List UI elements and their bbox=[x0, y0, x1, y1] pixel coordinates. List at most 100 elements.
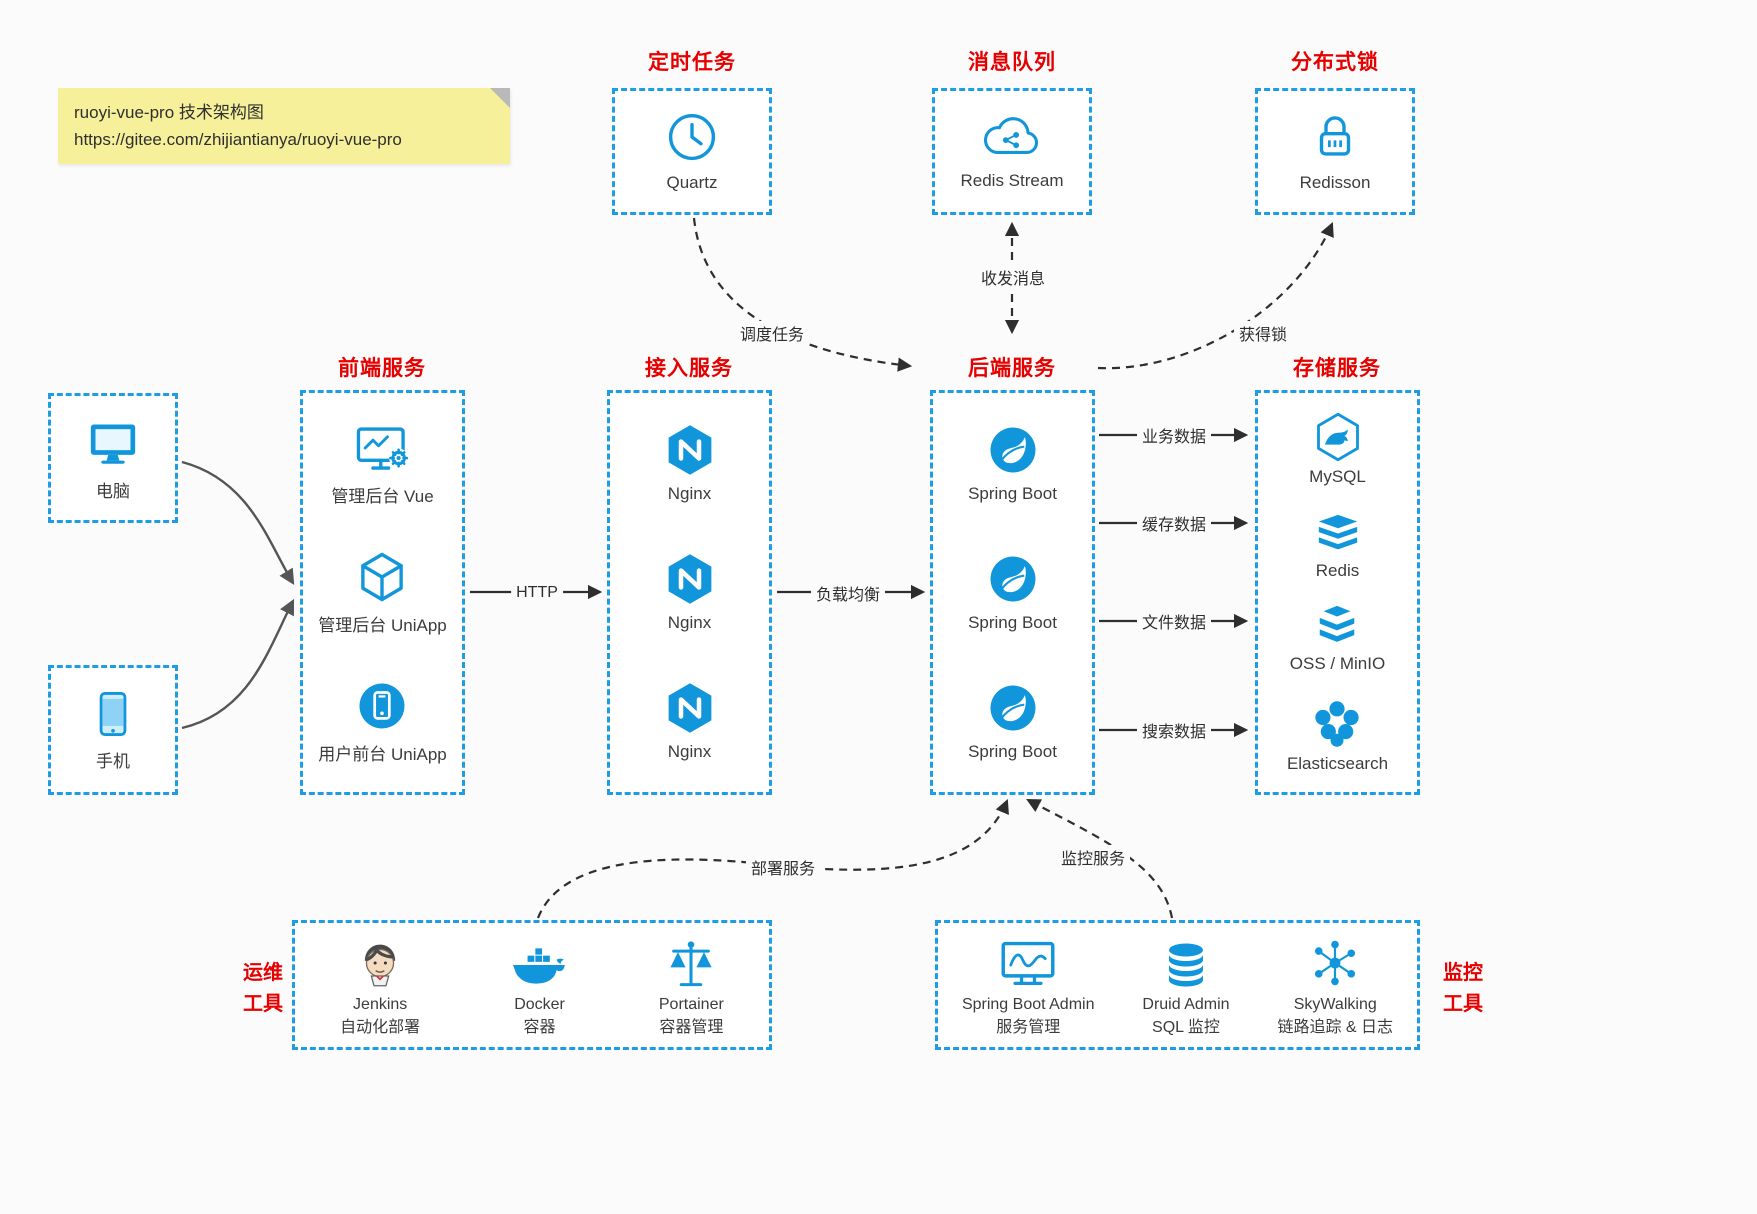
storage-item-mysql: MySQL bbox=[1309, 411, 1366, 487]
monitoring-tools-title: 监控 工具 bbox=[1436, 958, 1490, 1020]
tool-desc: 容器 bbox=[523, 1019, 556, 1036]
group-title-backend: 后端服务 bbox=[968, 357, 1056, 380]
tool-item-skywalking: SkyWalking 链路追踪 & 日志 bbox=[1277, 931, 1393, 1038]
storage-group-box: MySQL Redis OSS / MinIO Elasticsearch bbox=[1255, 390, 1420, 795]
phone-icon bbox=[87, 688, 139, 740]
ops-title-line-1: 运维 bbox=[243, 962, 283, 984]
tool-item-jenkins: Jenkins 自动化部署 bbox=[340, 931, 420, 1038]
user-uniapp-icon bbox=[355, 679, 409, 733]
redisson-label: Redisson bbox=[1299, 173, 1371, 192]
lock-icon bbox=[1308, 110, 1362, 164]
frontend-item-user-uniapp: 用户前台 UniApp bbox=[318, 679, 447, 765]
edge-pc-to-frontend-arrow bbox=[181, 460, 295, 585]
frontend-group-box: 管理后台 Vue 管理后台 UniApp 用户前台 UniApp bbox=[300, 390, 465, 795]
admin-uniapp-icon bbox=[355, 550, 409, 604]
nginx-icon bbox=[663, 552, 717, 606]
spring-boot-icon bbox=[986, 552, 1040, 606]
item-label: 管理后台 UniApp bbox=[318, 615, 447, 635]
backend-group-box: Spring Boot Spring Boot Spring Boot bbox=[930, 390, 1095, 795]
group-title-gateway: 接入服务 bbox=[645, 357, 733, 380]
item-label: Spring Boot bbox=[968, 484, 1057, 503]
gateway-item-nginx-1: Nginx bbox=[663, 423, 717, 504]
backend-item-spring-2: Spring Boot bbox=[968, 552, 1057, 633]
ops-tools-title: 运维 工具 bbox=[236, 958, 290, 1020]
edge-label-mq: 收发消息 bbox=[975, 265, 1051, 289]
storage-item-elasticsearch: Elasticsearch bbox=[1287, 698, 1388, 774]
skywalking-icon bbox=[1309, 931, 1361, 989]
phone-label: 手机 bbox=[96, 752, 130, 771]
gateway-item-nginx-2: Nginx bbox=[663, 552, 717, 633]
edge-label-file: 文件数据 bbox=[1136, 609, 1212, 633]
group-title-lock: 分布式锁 bbox=[1291, 51, 1379, 74]
tool-desc: 容器管理 bbox=[659, 1019, 724, 1036]
edge-label-monitor: 监控服务 bbox=[1055, 845, 1131, 869]
clock-icon bbox=[665, 110, 719, 164]
tool-item-docker: Docker 容器 bbox=[511, 931, 569, 1038]
edge-lock-arrow bbox=[1097, 222, 1334, 370]
quartz-label: Quartz bbox=[666, 173, 718, 192]
quartz-box: Quartz bbox=[612, 88, 772, 215]
edge-label-http: HTTP bbox=[511, 584, 563, 602]
item-label: MySQL bbox=[1309, 466, 1366, 486]
pc-label: 电脑 bbox=[96, 482, 130, 501]
storage-item-oss-minio: OSS / MinIO bbox=[1290, 604, 1385, 674]
jenkins-icon bbox=[354, 931, 406, 989]
item-label: Elasticsearch bbox=[1286, 754, 1389, 774]
tool-desc: 链路追踪 & 日志 bbox=[1277, 1019, 1394, 1036]
storage-item-redis: Redis bbox=[1312, 511, 1364, 581]
tool-name: Jenkins bbox=[353, 996, 408, 1014]
tool-name: Druid Admin bbox=[1142, 996, 1230, 1014]
redis-icon bbox=[1312, 511, 1364, 557]
tool-item-spring-boot-admin: Spring Boot Admin 服务管理 bbox=[961, 931, 1095, 1038]
group-title-scheduler: 定时任务 bbox=[648, 51, 736, 74]
redis-stream-label: Redis Stream bbox=[960, 171, 1064, 190]
group-title-storage: 存储服务 bbox=[1293, 357, 1381, 380]
item-label: Spring Boot bbox=[968, 613, 1057, 632]
item-label: Spring Boot bbox=[968, 742, 1057, 761]
sticky-note: ruoyi-vue-pro 技术架构图 https://gitee.com/zh… bbox=[58, 88, 510, 165]
nginx-icon bbox=[663, 681, 717, 735]
edge-phone-to-frontend-arrow bbox=[181, 598, 295, 730]
mysql-icon bbox=[1312, 411, 1364, 463]
tool-name: Spring Boot Admin bbox=[961, 996, 1095, 1014]
oss-minio-icon bbox=[1311, 604, 1363, 650]
monitoring-tools-box: Spring Boot Admin 服务管理 Druid Admin SQL 监… bbox=[935, 920, 1420, 1050]
edge-label-deploy: 部署服务 bbox=[745, 855, 821, 879]
redis-stream-cloud-icon bbox=[979, 112, 1045, 162]
tool-desc: 服务管理 bbox=[996, 1019, 1061, 1036]
note-fold bbox=[490, 88, 510, 108]
tool-item-portainer: Portainer 容器管理 bbox=[659, 931, 724, 1038]
edge-label-search: 搜索数据 bbox=[1136, 718, 1212, 742]
frontend-item-admin-vue: 管理后台 Vue bbox=[331, 421, 434, 507]
backend-item-spring-1: Spring Boot bbox=[968, 423, 1057, 504]
pc-client-box: 电脑 bbox=[48, 393, 178, 523]
note-url: https://gitee.com/zhijiantianya/ruoyi-vu… bbox=[74, 130, 402, 150]
item-label: Nginx bbox=[667, 613, 712, 632]
tool-item-druid: Druid Admin SQL 监控 bbox=[1142, 931, 1230, 1038]
spring-boot-admin-icon bbox=[1000, 931, 1056, 989]
gateway-item-nginx-3: Nginx bbox=[663, 681, 717, 762]
item-label: Redis bbox=[1315, 560, 1360, 580]
computer-icon bbox=[85, 414, 141, 470]
spring-boot-icon bbox=[986, 423, 1040, 477]
edge-label-lb: 负载均衡 bbox=[810, 581, 886, 605]
backend-item-spring-3: Spring Boot bbox=[968, 681, 1057, 762]
item-label: 用户前台 UniApp bbox=[318, 744, 447, 764]
portainer-icon bbox=[665, 931, 717, 989]
item-label: Nginx bbox=[667, 484, 712, 503]
tool-name: Portainer bbox=[658, 996, 724, 1014]
edge-label-biz: 业务数据 bbox=[1136, 423, 1212, 447]
tool-desc: 自动化部署 bbox=[340, 1019, 421, 1036]
item-label: 管理后台 Vue bbox=[331, 486, 434, 506]
frontend-item-admin-uniapp: 管理后台 UniApp bbox=[318, 550, 447, 636]
redisson-box: Redisson bbox=[1255, 88, 1415, 215]
tool-name: SkyWalking bbox=[1293, 996, 1377, 1014]
edge-label-cache: 缓存数据 bbox=[1136, 511, 1212, 535]
ops-tools-box: Jenkins 自动化部署 Docker 容器 bbox=[292, 920, 772, 1050]
edge-label-lock: 获得锁 bbox=[1233, 321, 1293, 345]
gateway-group-box: Nginx Nginx Nginx bbox=[607, 390, 772, 795]
tool-desc: SQL 监控 bbox=[1152, 1019, 1220, 1036]
group-title-mq: 消息队列 bbox=[968, 51, 1056, 74]
